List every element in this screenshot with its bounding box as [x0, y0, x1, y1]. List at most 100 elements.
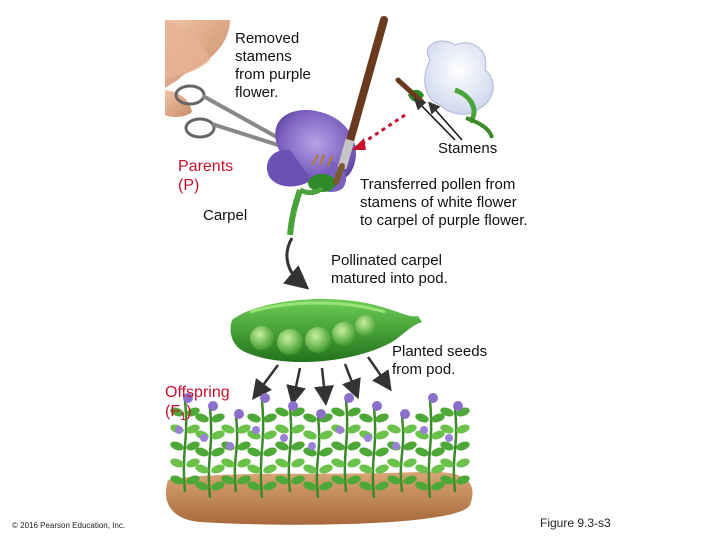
plant-leaf	[431, 447, 445, 457]
plant-leaf	[375, 430, 389, 440]
plant-leaf	[359, 413, 373, 423]
plant-leaf	[440, 424, 454, 434]
offspring-label: Offspring (F1)	[165, 383, 230, 427]
offspring-subscript: 1	[180, 411, 187, 424]
plant-leaf	[403, 424, 417, 434]
plant-leaf	[415, 464, 429, 474]
plant-leaf	[303, 481, 317, 491]
plant-flower	[208, 401, 218, 411]
plant-stem	[452, 407, 458, 493]
plant-stem	[287, 407, 293, 493]
plant-leaf	[415, 413, 429, 423]
plant-leaf	[319, 447, 333, 457]
plant-leaf	[347, 458, 361, 468]
white-flower	[395, 40, 494, 139]
plant-leaf	[347, 475, 361, 485]
purple-flower	[266, 110, 356, 236]
plant-leaf	[440, 407, 454, 417]
plant-leaf	[275, 407, 289, 417]
plant-leaf	[170, 458, 184, 468]
plant-flower	[234, 409, 244, 419]
plant-flower	[280, 434, 288, 442]
plant-leaf	[440, 458, 454, 468]
plant-leaf	[303, 413, 317, 423]
pollinated-carpel-label: Pollinated carpel matured into pod.	[331, 252, 448, 287]
plant-leaf	[387, 475, 401, 485]
plant-leaf	[186, 407, 200, 417]
plant-flower	[453, 401, 463, 411]
plant-leaf	[263, 430, 277, 440]
plant-leaf	[359, 481, 373, 491]
plant-leaf	[263, 447, 277, 457]
plant-leaf	[347, 407, 361, 417]
plant-leaf	[415, 481, 429, 491]
plant-leaf	[237, 458, 251, 468]
offspring-suffix: )	[186, 403, 192, 420]
hand-illustration	[165, 20, 230, 117]
plant-leaf	[211, 413, 225, 423]
plant-stem	[233, 415, 239, 493]
offspring-prefix: Offspring (F	[165, 384, 230, 420]
plant-leaf	[440, 441, 454, 451]
plant-leaf	[263, 413, 277, 423]
plant-leaf	[211, 481, 225, 491]
plant-leaf	[431, 481, 445, 491]
plant-leaf	[456, 424, 470, 434]
plant-leaf	[359, 464, 373, 474]
carpel-label: Carpel	[203, 207, 248, 224]
plant-leaf	[303, 464, 317, 474]
plant-leaf	[331, 441, 345, 451]
plant-leaf	[359, 447, 373, 457]
plant-leaf	[347, 441, 361, 451]
plant-leaf	[275, 475, 289, 485]
plant-leaf	[237, 475, 251, 485]
plant-leaf	[319, 464, 333, 474]
plant-leaf	[456, 458, 470, 468]
plant-leaf	[195, 464, 209, 474]
copyright-text: © 2016 Pearson Education, Inc.	[12, 521, 126, 530]
plant-flower	[183, 393, 193, 403]
plant-leaf	[319, 481, 333, 491]
plant-stem	[315, 415, 321, 499]
plant-flower	[336, 426, 344, 434]
plant-leaf	[195, 413, 209, 423]
plant-leaf	[331, 475, 345, 485]
plant-leaf	[375, 481, 389, 491]
plant-leaf	[291, 475, 305, 485]
plant-leaf	[303, 430, 317, 440]
plant-flower	[428, 393, 438, 403]
plant-flower	[400, 409, 410, 419]
plant-stem	[207, 407, 213, 499]
plant-leaf	[275, 424, 289, 434]
plant-leaf	[275, 458, 289, 468]
plant-leaf	[291, 458, 305, 468]
plant-leaf	[456, 475, 470, 485]
plant-leaf	[237, 424, 251, 434]
plant-flower	[392, 442, 400, 450]
plant-flower	[420, 426, 428, 434]
plant-flower	[445, 434, 453, 442]
plant-leaf	[195, 447, 209, 457]
plant-leaf	[440, 475, 454, 485]
plant-leaf	[456, 441, 470, 451]
pod-to-plants-arrows	[252, 356, 392, 406]
removed-stamens-label: Removed stamens from purple flower.	[235, 30, 311, 101]
plant-leaf	[186, 475, 200, 485]
plant-leaf	[221, 424, 235, 434]
plant-flower	[364, 434, 372, 442]
plant-leaf	[275, 441, 289, 451]
plant-stem	[182, 399, 188, 493]
plant-leaf	[211, 464, 225, 474]
stamens-label: Stamens	[438, 140, 498, 157]
plant-flower	[288, 401, 298, 411]
plant-leaf	[403, 475, 417, 485]
pea-pod	[230, 298, 422, 363]
offspring-plants	[170, 393, 470, 499]
plant-leaf	[247, 464, 261, 474]
plant-stem	[427, 399, 433, 499]
plant-stem	[371, 407, 377, 499]
plant-stem	[399, 415, 405, 493]
figure-number: Figure 9.3-s3	[540, 516, 611, 530]
plant-leaf	[331, 458, 345, 468]
paintbrush-icon	[333, 16, 388, 185]
